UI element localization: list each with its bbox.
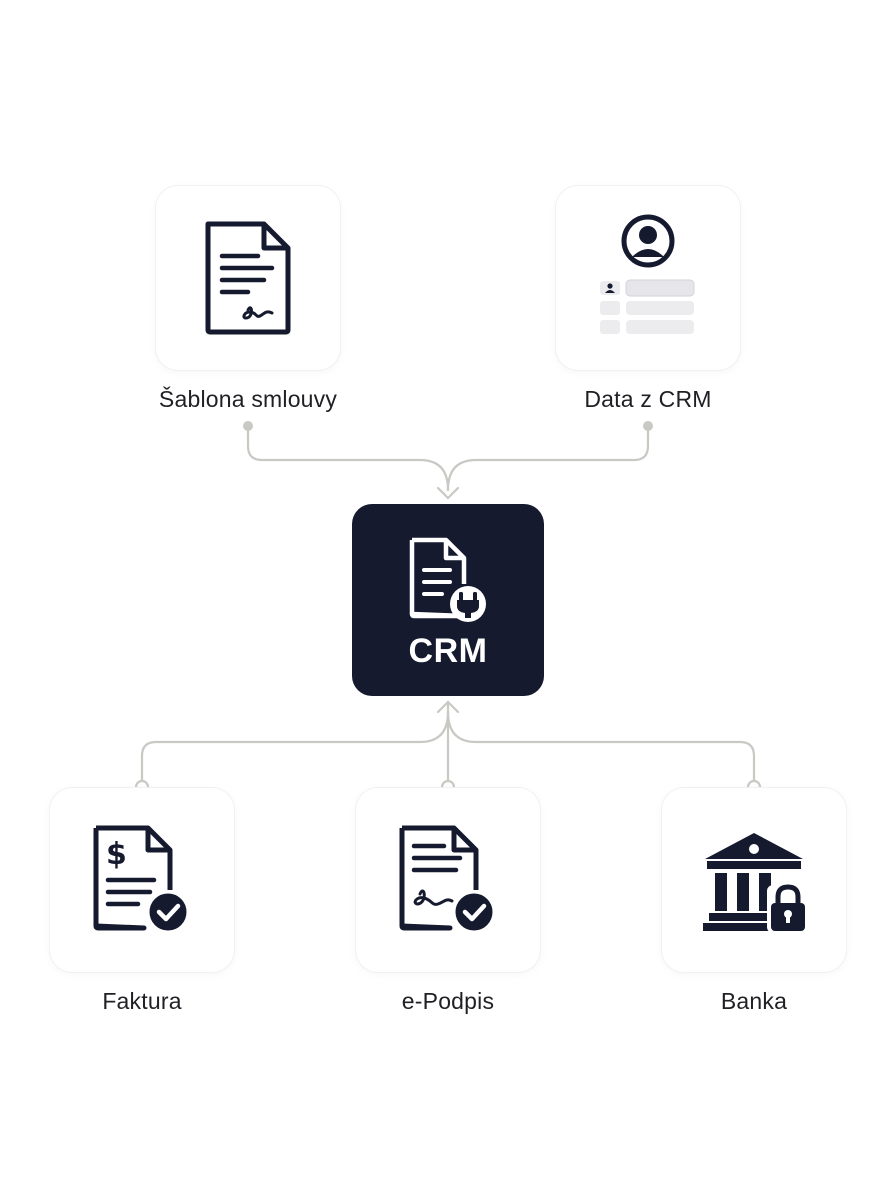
document-plug-icon bbox=[409, 537, 486, 622]
hub-title: CRM bbox=[408, 632, 488, 670]
bank-label: Banka bbox=[720, 988, 788, 1014]
svg-text:$: $ bbox=[106, 837, 127, 872]
crm-hub: CRM bbox=[352, 504, 544, 696]
esign-card bbox=[356, 788, 540, 972]
signed-document-icon bbox=[205, 221, 291, 335]
invoice-card: $ bbox=[50, 788, 234, 972]
esign-label: e-Podpis bbox=[401, 988, 495, 1014]
bank-lock-icon bbox=[703, 833, 809, 933]
crm-data-card bbox=[556, 186, 740, 370]
connector-endpoints bbox=[243, 421, 653, 431]
bank-card bbox=[662, 788, 846, 972]
template-label: Šablona smlouvy bbox=[158, 386, 338, 412]
template-card bbox=[156, 186, 340, 370]
user-profile-form-icon bbox=[600, 214, 695, 334]
crm-data-label: Data z CRM bbox=[584, 386, 712, 412]
invoice-check-icon: $ bbox=[93, 825, 190, 934]
invoice-label: Faktura bbox=[102, 988, 182, 1014]
signature-check-icon bbox=[399, 825, 496, 934]
